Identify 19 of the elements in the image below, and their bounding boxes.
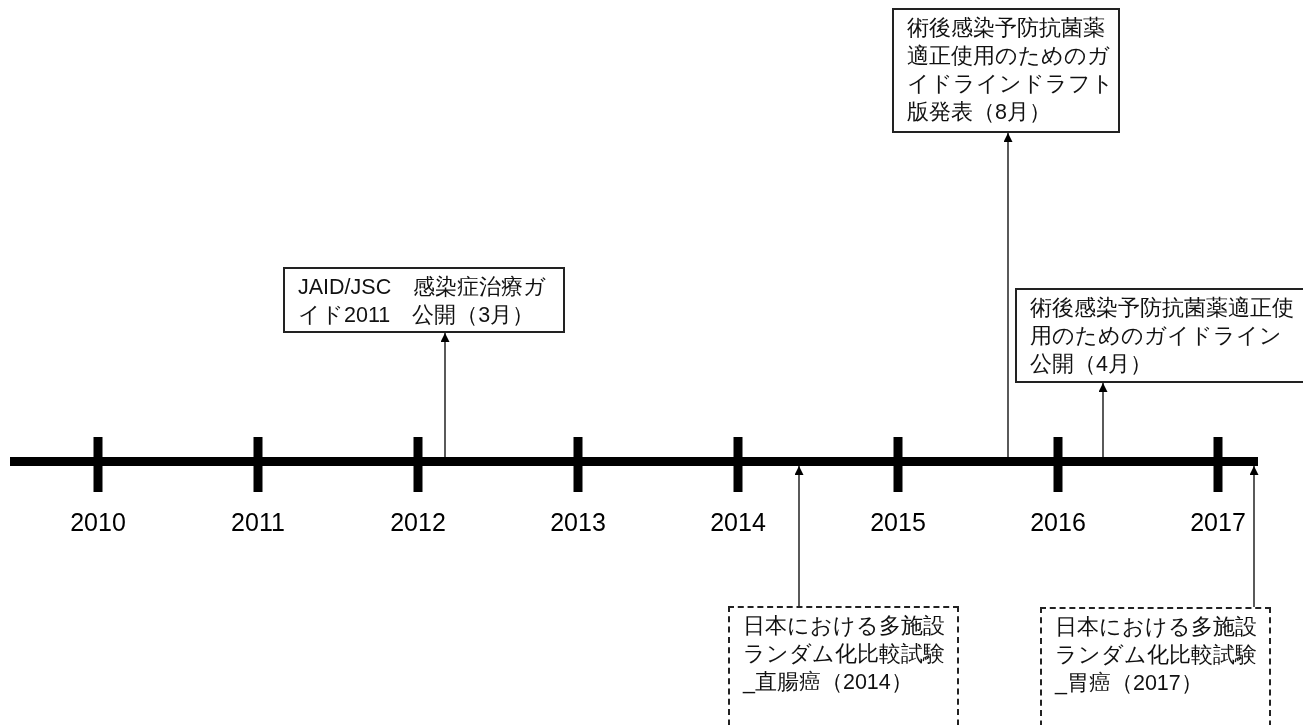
year-label: 2015 bbox=[869, 507, 927, 537]
year-label: 2016 bbox=[1029, 507, 1087, 537]
arrow bbox=[440, 332, 450, 458]
timeline-bar bbox=[10, 457, 1258, 466]
event-box: 日本における多施設ランダム化比較試験_直腸癌（2014） bbox=[728, 606, 959, 725]
year-label: 2011 bbox=[230, 507, 286, 537]
event-box: 術後感染予防抗菌薬適正使用のためのガイドライン公開（4月） bbox=[1015, 288, 1303, 383]
year-label: 2012 bbox=[389, 507, 447, 537]
year-label: 2017 bbox=[1189, 507, 1247, 537]
event-box: 術後感染予防抗菌薬適正使用のためのガイドラインドラフト版発表（8月） bbox=[892, 8, 1120, 133]
arrow bbox=[794, 465, 804, 607]
arrow bbox=[1003, 132, 1013, 458]
event-box: 日本における多施設ランダム化比較試験_胃癌（2017） bbox=[1040, 607, 1271, 725]
year-label: 2013 bbox=[549, 507, 607, 537]
arrow bbox=[1249, 465, 1259, 608]
year-label: 2014 bbox=[709, 507, 767, 537]
year-label: 2010 bbox=[69, 507, 127, 537]
event-box: JAID/JSC 感染症治療ガイド2011 公開（3月） bbox=[283, 267, 565, 333]
arrow bbox=[1098, 382, 1108, 458]
